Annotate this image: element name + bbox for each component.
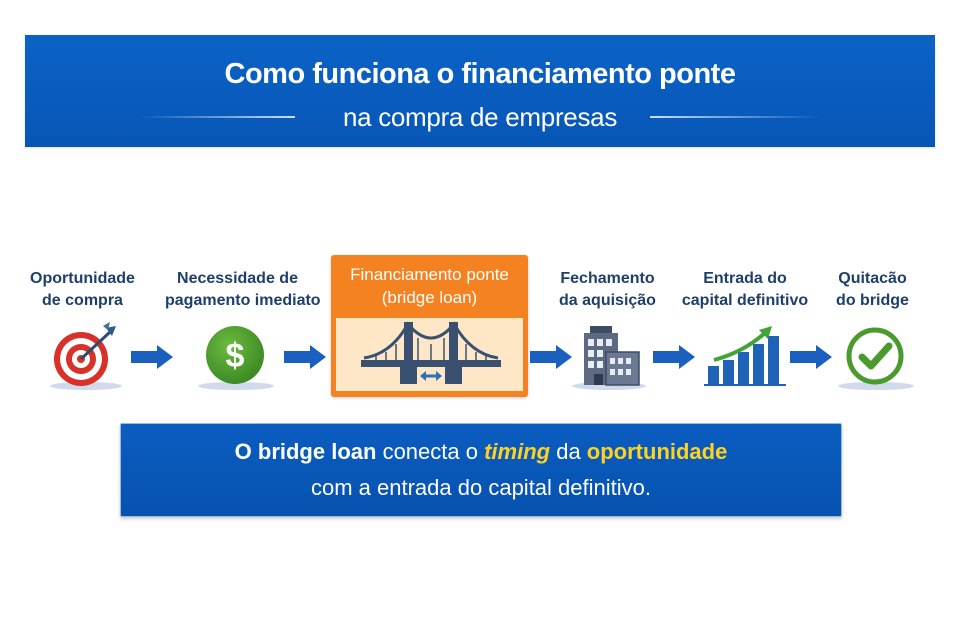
- step-label-line2: capital definitivo: [681, 292, 809, 309]
- divider-right: [650, 116, 820, 118]
- check-circle-icon: [846, 327, 904, 385]
- summary-bridge-loan: O bridge loan: [234, 439, 377, 464]
- bridge-illustration-panel: [336, 318, 523, 391]
- svg-text:$: $: [226, 337, 245, 375]
- bridge-loan-box: Financiamento ponte (bridge loan): [331, 255, 528, 397]
- step-label-line1: Necessidade de: [177, 270, 298, 287]
- title-line1: Como funciona o financiamento ponte: [224, 58, 736, 90]
- step-entrada-capital: Entrada do capital definitivo: [675, 268, 815, 312]
- bridge-icon: [361, 321, 501, 384]
- step-necessidade: Necessidade de pagamento imediato: [165, 268, 321, 312]
- highlight-oportunidade: oportunidade: [586, 439, 728, 464]
- bridge-title: Financiamento ponte (bridge loan): [331, 263, 528, 309]
- summary-text: da: [550, 439, 587, 464]
- step-label-line1: Financiamento ponte: [350, 265, 509, 284]
- step-label-line2: do bridge: [836, 292, 909, 309]
- step-fechamento: Fechamento da aquisição: [545, 268, 670, 312]
- step-label-line2: (bridge loan): [381, 288, 478, 307]
- icon-shadow: [572, 382, 646, 390]
- step-oportunidade: Oportunidade de compra: [20, 268, 145, 312]
- title-line2: na compra de empresas: [342, 102, 618, 132]
- summary-banner: O bridge loan conecta o timing da oportu…: [120, 423, 842, 517]
- step-label-line1: Entrada do: [703, 270, 787, 287]
- growth-chart-icon: [704, 326, 786, 386]
- flow-arrow-icon: [284, 345, 326, 369]
- dollar-coin-icon: $: [206, 326, 264, 384]
- flow-arrow-icon: [131, 345, 173, 369]
- step-label-line1: Fechamento: [560, 270, 655, 287]
- summary-text: conecta o: [376, 439, 485, 464]
- highlight-timing: timing: [484, 439, 551, 464]
- step-label-line2: da aquisição: [559, 292, 656, 309]
- flow-arrow-icon: [530, 345, 572, 369]
- title-banner: Como funciona o financiamento ponte na c…: [25, 35, 935, 147]
- step-quitacao: Quitacão do bridge: [815, 268, 930, 312]
- target-icon: [54, 322, 116, 386]
- divider-left: [140, 116, 295, 118]
- summary-line2: com a entrada do capital definitivo.: [311, 475, 651, 500]
- flow-arrow-icon: [653, 345, 695, 369]
- icon-shadow: [50, 382, 122, 390]
- icon-shadow: [838, 382, 914, 390]
- icon-shadow: [198, 382, 274, 390]
- step-label-line2: pagamento imediato: [165, 292, 321, 309]
- step-label-line2: de compra: [42, 292, 123, 309]
- building-icon: [584, 326, 640, 386]
- flow-arrow-icon: [790, 345, 832, 369]
- summary-line1: O bridge loan conecta o timing da oportu…: [121, 439, 841, 465]
- step-label-line1: Oportunidade: [30, 270, 135, 287]
- step-label-line1: Quitacão: [838, 270, 907, 287]
